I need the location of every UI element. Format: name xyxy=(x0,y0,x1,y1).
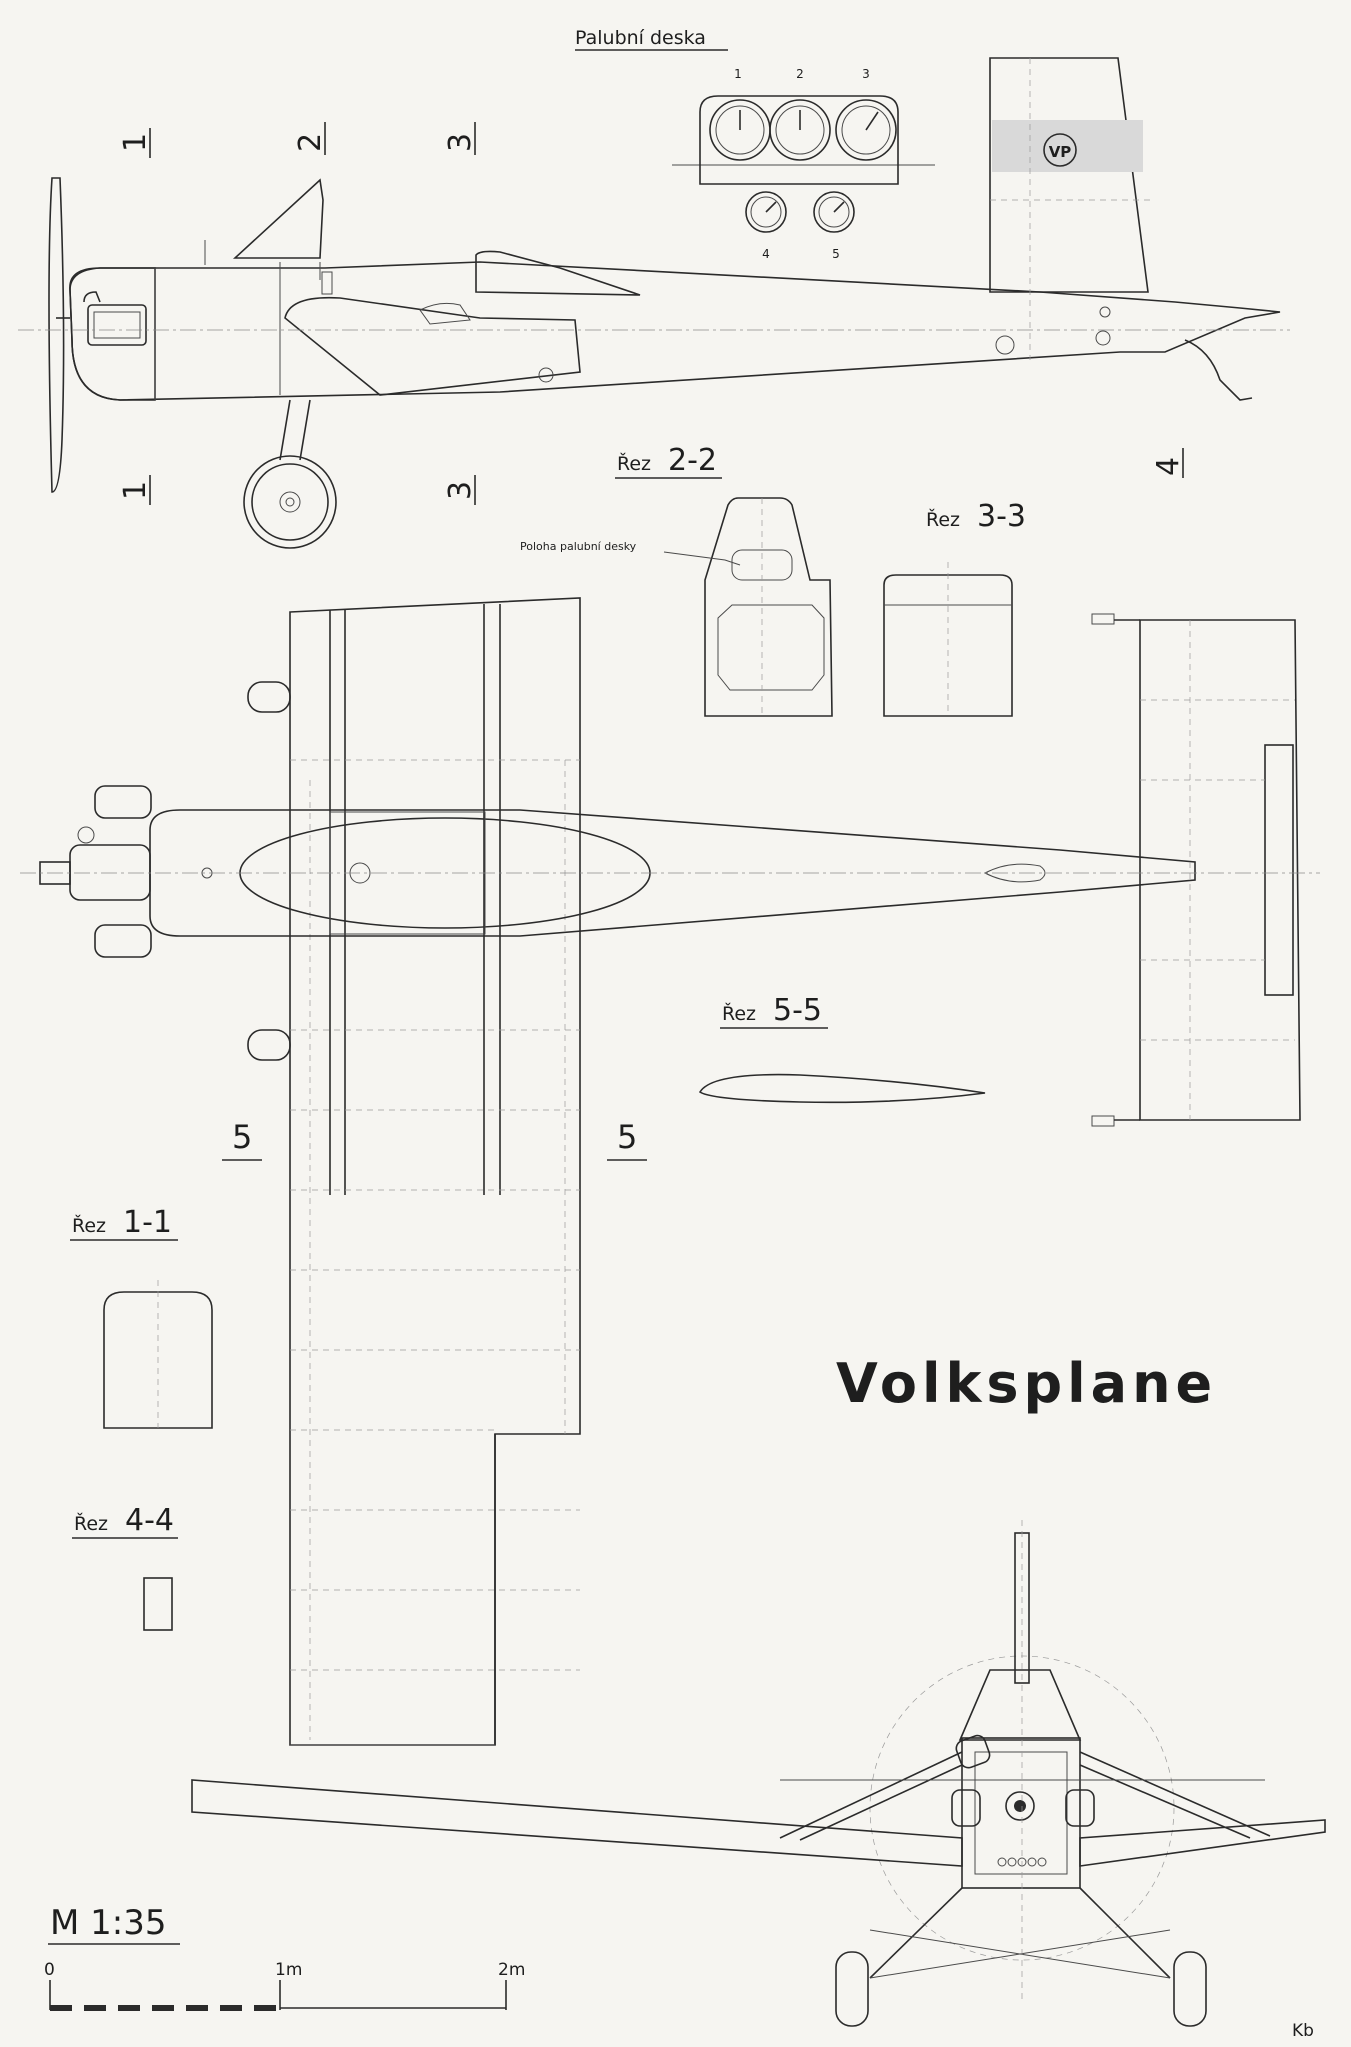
section-1-1-prefix: Řez xyxy=(72,1214,106,1237)
wing-pylon xyxy=(232,178,324,259)
section-marker-2-top: 2 xyxy=(293,133,328,152)
gauge-2 xyxy=(769,99,831,161)
scale-tick-2m: 2m xyxy=(498,1960,525,1980)
gauge-number-4: 4 xyxy=(762,247,770,261)
scale-tick-0: 0 xyxy=(44,1960,55,1980)
section-2-2-number: 2-2 xyxy=(668,443,717,478)
gauge-number-2: 2 xyxy=(796,67,804,81)
instrument-panel-label: Palubní deska xyxy=(575,27,706,49)
side-view: VP xyxy=(18,57,1290,549)
section-4-4: Řez 4-4 xyxy=(72,1503,178,1631)
section-markers-5: 5 5 xyxy=(222,1118,647,1161)
front-view xyxy=(191,1520,1326,2027)
section-2-2-prefix: Řez xyxy=(617,452,651,475)
section-1-1: Řez 1-1 xyxy=(70,1205,213,1429)
section-marker-5-left: 5 xyxy=(232,1118,252,1156)
gauge-1 xyxy=(709,99,771,161)
gauge-number-1: 1 xyxy=(734,67,742,81)
section-marker-1-top: 1 xyxy=(118,133,153,152)
section-3-3: Řez 3-3 xyxy=(883,499,1026,717)
section-5-5-number: 5-5 xyxy=(773,993,822,1028)
tail-logo: VP xyxy=(1049,143,1072,161)
horizontal-tail-top xyxy=(1139,619,1301,1121)
section-2-2: Řez 2-2 Poloha palubní desky xyxy=(520,443,833,717)
section-marker-3-bottom: 3 xyxy=(443,481,478,500)
wing-top xyxy=(289,597,581,1746)
landing-gear-side xyxy=(243,399,337,549)
top-view xyxy=(20,597,1320,1746)
vertical-tail-side xyxy=(989,57,1149,293)
gauge-number-5: 5 xyxy=(832,247,840,261)
scale-label: M 1:35 xyxy=(50,1903,167,1943)
scale-tick-1m: 1m xyxy=(275,1960,302,1980)
fuselage-side xyxy=(69,261,1281,401)
section-3-3-number: 3-3 xyxy=(977,499,1026,534)
propeller-side xyxy=(48,177,70,493)
section-marker-4: 4 xyxy=(1151,457,1186,476)
airfoil xyxy=(698,1073,986,1104)
wing-front xyxy=(191,1779,963,1867)
section-4-4-prefix: Řez xyxy=(74,1512,108,1535)
author-initials: Kb xyxy=(1292,2021,1314,2041)
windshield xyxy=(475,250,641,296)
panel-position-label: Poloha palubní desky xyxy=(520,540,637,553)
section-marker-3-top: 3 xyxy=(443,133,478,152)
drawing-title: Volksplane xyxy=(836,1352,1217,1415)
section-marker-5-right: 5 xyxy=(617,1118,637,1156)
gauge-5 xyxy=(813,191,855,233)
gauge-3 xyxy=(835,99,897,161)
gauge-4 xyxy=(745,191,787,233)
section-1-1-number: 1-1 xyxy=(123,1205,172,1240)
fuselage-top xyxy=(149,809,1196,937)
instrument-panel: Palubní deska 1 2 3 4 5 xyxy=(575,27,935,261)
scale-bar: M 1:35 0 1m 2m xyxy=(44,1903,525,2011)
gauge-number-3: 3 xyxy=(862,67,870,81)
section-5-5-prefix: Řez xyxy=(722,1002,756,1025)
section-5-5: Řez 5-5 xyxy=(698,993,986,1104)
section-3-3-prefix: Řez xyxy=(926,508,960,531)
section-markers-side: 1 2 3 1 3 4 xyxy=(118,122,1186,505)
section-4-4-number: 4-4 xyxy=(125,1503,174,1538)
section-marker-1-bottom: 1 xyxy=(118,481,153,500)
